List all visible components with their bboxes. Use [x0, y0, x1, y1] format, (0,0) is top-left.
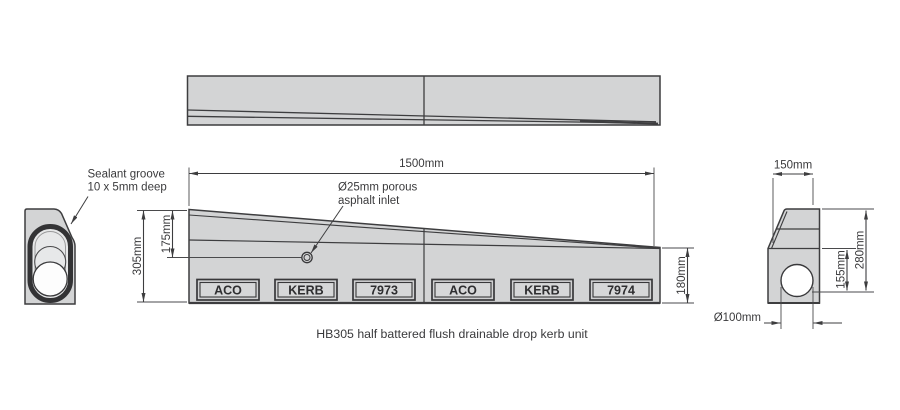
dim-305-text: 305mm	[132, 237, 144, 275]
inlet-circle-inner	[303, 254, 311, 261]
plate-inner	[355, 281, 413, 298]
plate-text: 7973	[370, 284, 398, 298]
plate-inner	[277, 281, 335, 298]
inlet-label-line2: asphalt inlet	[338, 195, 400, 207]
plan-slope-line-1	[187, 109, 657, 123]
sealant-groove-label-line2: 10 x 5mm deep	[88, 182, 167, 194]
section-view: 150mm 280mm 155mm Ø100mm	[714, 160, 874, 329]
end-profile-view: Sealant groove 10 x 5mm deep	[24, 169, 167, 305]
dim-280-text: 280mm	[855, 231, 867, 269]
plate-aco-right: ACO	[431, 278, 495, 301]
elevation-view: ACO KERB 7973 ACO KERB 7974	[132, 158, 694, 305]
plate-text: 7974	[607, 284, 635, 298]
plate-inner	[513, 281, 571, 298]
plate-inner	[199, 281, 257, 298]
plate-kerb-left: KERB	[274, 278, 338, 301]
plan-slope-merge	[579, 120, 659, 125]
dim-180-text: 180mm	[676, 256, 688, 294]
plan-slope-line-2	[187, 115, 657, 124]
drawing-caption: HB305 half battered flush drainable drop…	[316, 327, 588, 341]
section-bore-circle	[780, 263, 814, 298]
channel-bore-circle	[32, 261, 68, 297]
inlet-circle-outer	[301, 251, 313, 264]
plate-kerb-right: KERB	[510, 278, 574, 301]
plate-7974: 7974	[589, 278, 653, 301]
plate-text: ACO	[449, 284, 477, 298]
plate-inner	[434, 281, 492, 298]
section-batter-inner-line	[770, 211, 788, 249]
dim-175-text: 175mm	[161, 215, 173, 253]
plate-inner	[592, 281, 650, 298]
plate-text: KERB	[524, 284, 559, 298]
dim-100-text: Ø100mm	[714, 312, 761, 324]
plan-view	[186, 75, 661, 126]
inlet-leader	[310, 205, 344, 254]
inlet-label-line1: Ø25mm porous	[338, 182, 418, 194]
dim-150-text: 150mm	[774, 160, 812, 172]
plate-aco-left: ACO	[196, 278, 260, 301]
dim-1500-text: 1500mm	[399, 158, 444, 170]
plate-text: KERB	[288, 284, 323, 298]
dim-155-text: 155mm	[836, 250, 848, 288]
plate-text: ACO	[214, 284, 242, 298]
sealant-groove-leader	[70, 196, 89, 225]
sealant-groove-label-line1: Sealant groove	[88, 169, 165, 181]
plate-7973: 7973	[352, 278, 416, 301]
elevation-splay-line	[188, 214, 657, 249]
